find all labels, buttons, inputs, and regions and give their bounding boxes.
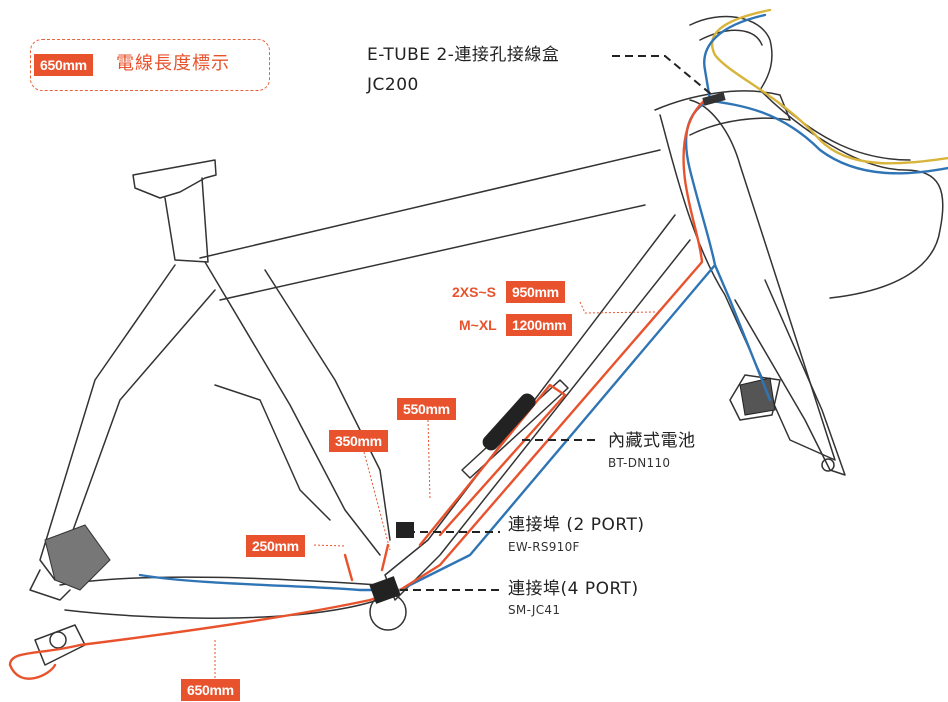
front-dropout: [821, 458, 835, 472]
size-b-label: M~XL: [459, 317, 497, 333]
seat-stay: [39, 264, 216, 581]
legend-sample-tag: 650mm: [34, 54, 93, 76]
leader-jc200: [612, 55, 713, 96]
handlebar: [689, 15, 944, 299]
length-550-tag: 550mm: [397, 398, 456, 420]
wire-yellow: [710, 8, 948, 165]
seat-post: [132, 159, 217, 199]
front-brake-caliper: [739, 377, 776, 416]
port-2: [396, 522, 414, 538]
legend-text: 電線長度標示: [116, 53, 230, 74]
port2-model: EW-RS910F: [508, 540, 580, 554]
battery: [482, 393, 536, 451]
port-4: [369, 576, 401, 604]
shifter: [729, 374, 781, 421]
seat-tube: [204, 261, 391, 556]
port2-label: 連接埠 (2 PORT): [508, 515, 645, 535]
chain-stay: [59, 576, 381, 619]
jc200-model: JC200: [367, 75, 419, 95]
legend-box: [30, 39, 270, 91]
leader-550: [427, 419, 431, 501]
leader-350: [363, 451, 391, 551]
size-a-label: 2XS~S: [452, 284, 496, 300]
fork: [734, 279, 846, 476]
jc200-label: E-TUBE 2-連接孔接線盒: [367, 45, 560, 65]
wire-orange: [8, 98, 707, 680]
rear-derailleur: [44, 524, 111, 591]
length-350-tag: 350mm: [329, 430, 388, 452]
port4-label: 連接埠(4 PORT): [508, 579, 639, 599]
wire-blue: [138, 13, 948, 592]
leader-main-length: [579, 301, 656, 314]
junction-box-jc200: [702, 92, 726, 106]
port4-model: SM-JC41: [508, 603, 561, 617]
battery-model: BT-DN110: [608, 456, 671, 470]
length-250-tag: 250mm: [246, 535, 305, 557]
length-b-tag: 1200mm: [506, 314, 573, 336]
length-650-tag: 650mm: [181, 679, 240, 701]
head-tube: [659, 99, 836, 461]
battery-label: 內藏式電池: [608, 431, 696, 451]
leader-250: [313, 544, 346, 547]
length-a-tag: 950mm: [506, 281, 565, 303]
stem: [654, 90, 791, 136]
top-tube: [199, 149, 661, 301]
